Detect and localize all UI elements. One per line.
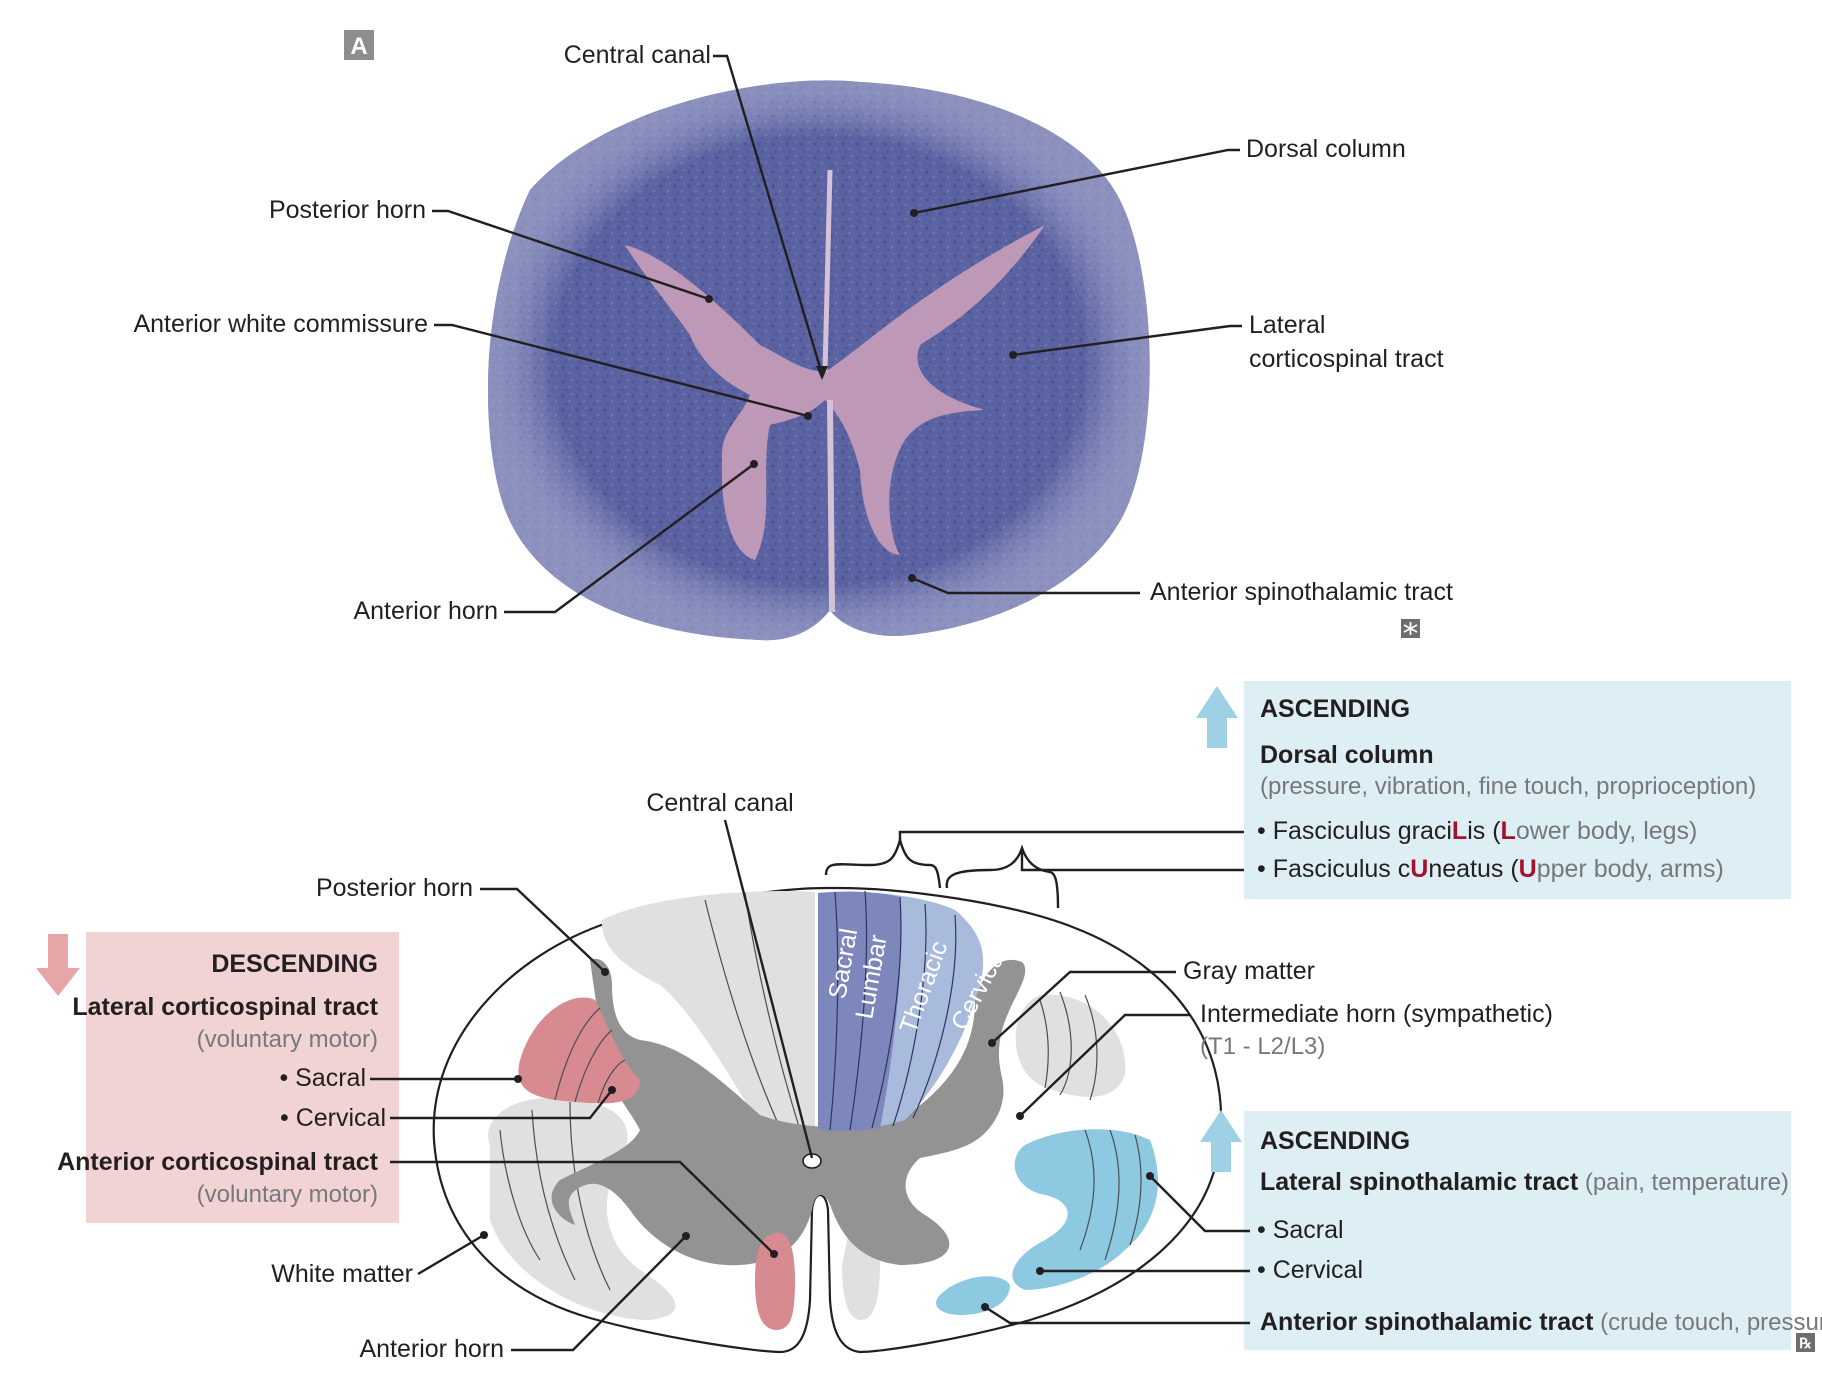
gray-matter bbox=[551, 958, 1026, 1266]
photo-label-central-canal: Central canal bbox=[564, 41, 711, 69]
ascending-dorsal-heading: ASCENDING bbox=[1260, 695, 1410, 723]
anterior-cst-pink bbox=[755, 1232, 795, 1330]
ascending-st-sacral: • Sacral bbox=[1257, 1216, 1344, 1244]
ascending-st-cervical: • Cervical bbox=[1257, 1256, 1363, 1284]
anterior-stt-blue bbox=[936, 1276, 1010, 1315]
gray-matter-butterfly bbox=[625, 225, 1045, 560]
diagram-label-intermediate-horn-levels: (T1 - L2/L3) bbox=[1200, 1033, 1325, 1060]
snowflake-icon bbox=[1401, 619, 1420, 638]
photo-label-anterior-horn: Anterior horn bbox=[353, 597, 498, 625]
diagram-label-white-matter: White matter bbox=[271, 1260, 413, 1288]
descending-heading: DESCENDING bbox=[211, 950, 378, 978]
photo-anterior-white-commissure-callout: Anterior white commissure bbox=[133, 310, 812, 420]
descending-lateral-cst-note: (voluntary motor) bbox=[197, 1026, 378, 1053]
diagram-central-canal-callout: Central canal bbox=[646, 789, 814, 1159]
photo-label-posterior-horn: Posterior horn bbox=[269, 196, 426, 224]
ascending-dorsal-box: ASCENDING Dorsal column (pressure, vibra… bbox=[1196, 681, 1791, 899]
lateral-stt-blue bbox=[1012, 1129, 1158, 1290]
descending-cervical: • Cervical bbox=[280, 1104, 386, 1132]
descending-anterior-cst: Anterior corticospinal tract bbox=[57, 1148, 379, 1176]
diagram-label-posterior-horn: Posterior horn bbox=[316, 874, 473, 902]
photo-central-canal-callout: Central canal bbox=[564, 41, 828, 380]
photo-anterior-horn-callout: Anterior horn bbox=[353, 460, 758, 625]
diagram-white-matter-callout: White matter bbox=[271, 1231, 488, 1288]
anterior-stt-line: Anterior spinothalamic tract (crude touc… bbox=[1260, 1308, 1822, 1336]
ascending-arrow-icon-2 bbox=[1200, 1110, 1242, 1172]
diagram-intermediate-horn-callout: Intermediate horn (sympathetic) (T1 - L2… bbox=[1016, 1000, 1553, 1120]
ascending-dorsal-title: Dorsal column bbox=[1260, 741, 1434, 769]
schematic-cord: Sacral Lumbar Thoracic Cervical bbox=[432, 886, 1223, 1354]
diagram-label-central-canal: Central canal bbox=[646, 789, 793, 817]
rx-icon: ℞ bbox=[1796, 1333, 1815, 1352]
photo-label-lateral-cst-2: corticospinal tract bbox=[1249, 345, 1444, 373]
diagram-gray-matter-callout: Gray matter bbox=[988, 957, 1315, 1047]
ascending-st-heading: ASCENDING bbox=[1260, 1127, 1410, 1155]
photo-lateral-cst-callout: Lateral corticospinal tract bbox=[1009, 311, 1444, 373]
diagram-posterior-horn-callout: Posterior horn bbox=[316, 874, 609, 976]
fasciculus-cuneatus: • Fasciculus cUneatus (Upper body, arms) bbox=[1257, 855, 1724, 883]
descending-lateral-cst: Lateral corticospinal tract bbox=[72, 993, 378, 1021]
photo-label-dorsal-column: Dorsal column bbox=[1246, 135, 1406, 163]
ascending-spinothalamic-box: ASCENDING Lateral spinothalamic tract (p… bbox=[1200, 1110, 1822, 1350]
descending-box: DESCENDING Lateral corticospinal tract (… bbox=[36, 932, 399, 1223]
svg-text:A: A bbox=[350, 33, 367, 60]
lateral-cst-pink bbox=[518, 997, 640, 1104]
dorsal-column-braces bbox=[824, 830, 1250, 909]
photo-anterior-stt-callout: Anterior spinothalamic tract bbox=[908, 574, 1453, 606]
svg-text:℞: ℞ bbox=[1799, 1335, 1812, 1351]
descending-arrow-icon bbox=[36, 934, 80, 996]
panel-badge: A bbox=[344, 30, 374, 60]
fasciculus-gracilis: • Fasciculus graciLis (Lower body, legs) bbox=[1257, 817, 1697, 845]
photo-dorsal-column-callout: Dorsal column bbox=[910, 135, 1406, 217]
photo-label-lateral-cst-1: Lateral bbox=[1249, 311, 1325, 339]
ascending-dorsal-note: (pressure, vibration, fine touch, propri… bbox=[1260, 773, 1756, 800]
lateral-stt-line: Lateral spinothalamic tract (pain, tempe… bbox=[1260, 1168, 1789, 1196]
diagram-anterior-horn-callout: Anterior horn bbox=[359, 1232, 690, 1363]
photo-label-anterior-white-commissure: Anterior white commissure bbox=[133, 310, 428, 338]
photo-posterior-horn-callout: Posterior horn bbox=[269, 196, 713, 303]
ascending-arrow-icon-1 bbox=[1196, 686, 1238, 748]
diagram-label-gray-matter: Gray matter bbox=[1183, 957, 1315, 985]
descending-anterior-cst-note: (voluntary motor) bbox=[197, 1181, 378, 1208]
diagram-label-intermediate-horn: Intermediate horn (sympathetic) bbox=[1200, 1000, 1553, 1028]
diagram-label-anterior-horn: Anterior horn bbox=[359, 1335, 504, 1363]
descending-sacral: • Sacral bbox=[279, 1064, 366, 1092]
photo-label-anterior-stt: Anterior spinothalamic tract bbox=[1150, 578, 1453, 606]
